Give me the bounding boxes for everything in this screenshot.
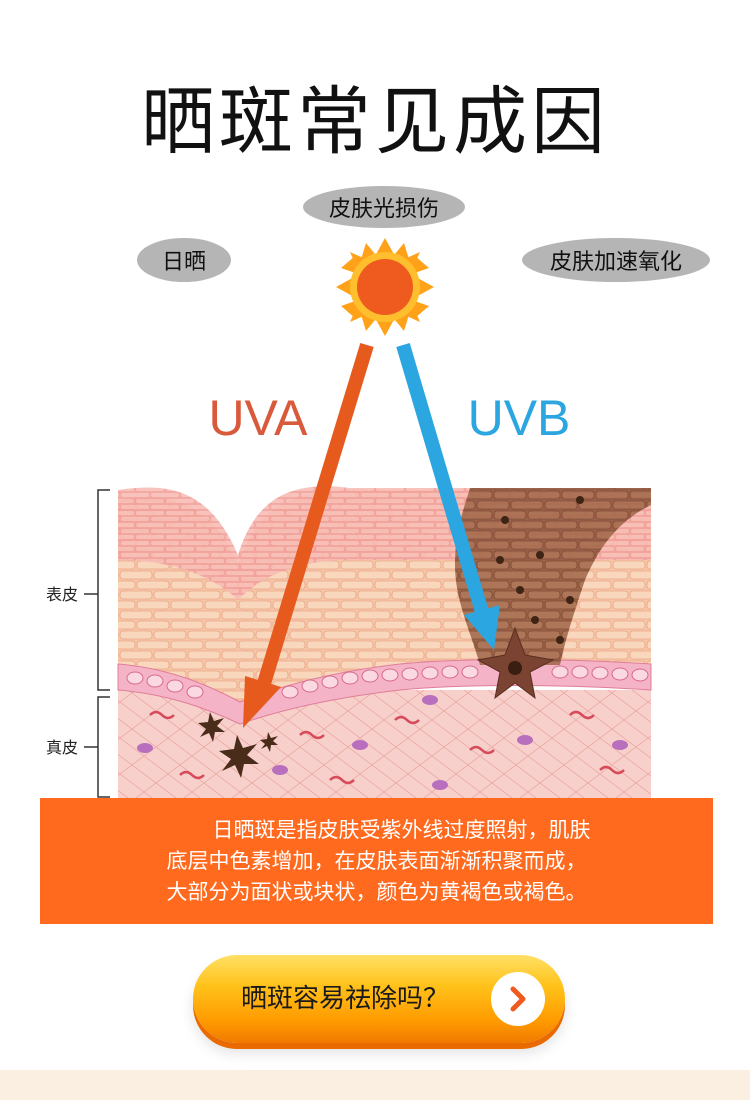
chevron-right-icon — [491, 972, 545, 1026]
caption-line-1: 日晒斑是指皮肤受紫外线过度照射，肌肤 — [212, 818, 591, 842]
uva-damage-spots — [198, 712, 278, 778]
uva-arrow — [243, 342, 374, 728]
skin-diagram: UVA UVB 表皮 真皮 — [46, 238, 652, 798]
caption-line-3: 大部分为面状或块状，颜色为黄褐色或褐色。 — [166, 880, 587, 904]
label-photodamage: 皮肤光损伤 — [303, 186, 465, 228]
dermis-cells — [137, 695, 628, 790]
label-sun-exposure: 日晒 — [137, 238, 231, 282]
caption-box: 日晒斑是指皮肤受紫外线过度照射，肌肤 底层中色素增加，在皮肤表面渐渐积聚而成， … — [40, 798, 713, 924]
uvb-arrow — [396, 343, 500, 650]
page-title: 晒斑常见成因 — [141, 79, 609, 165]
uva-label: UVA — [208, 390, 308, 446]
pigment-area — [455, 488, 651, 700]
caption-line-2: 底层中色素增加，在皮肤表面渐渐积聚而成， — [166, 849, 587, 873]
label-oxidation: 皮肤加速氧化 — [522, 238, 710, 282]
epidermis-label: 表皮 — [46, 585, 78, 604]
layer-brackets — [84, 489, 110, 798]
bottom-strip — [0, 1070, 750, 1100]
dermis-label: 真皮 — [46, 738, 78, 757]
removal-question-button[interactable]: 晒斑容易祛除吗？ — [193, 955, 565, 1043]
sun-icon — [336, 238, 434, 336]
uvb-label: UVB — [468, 390, 571, 446]
cta-label: 晒斑容易祛除吗？ — [241, 984, 450, 1014]
